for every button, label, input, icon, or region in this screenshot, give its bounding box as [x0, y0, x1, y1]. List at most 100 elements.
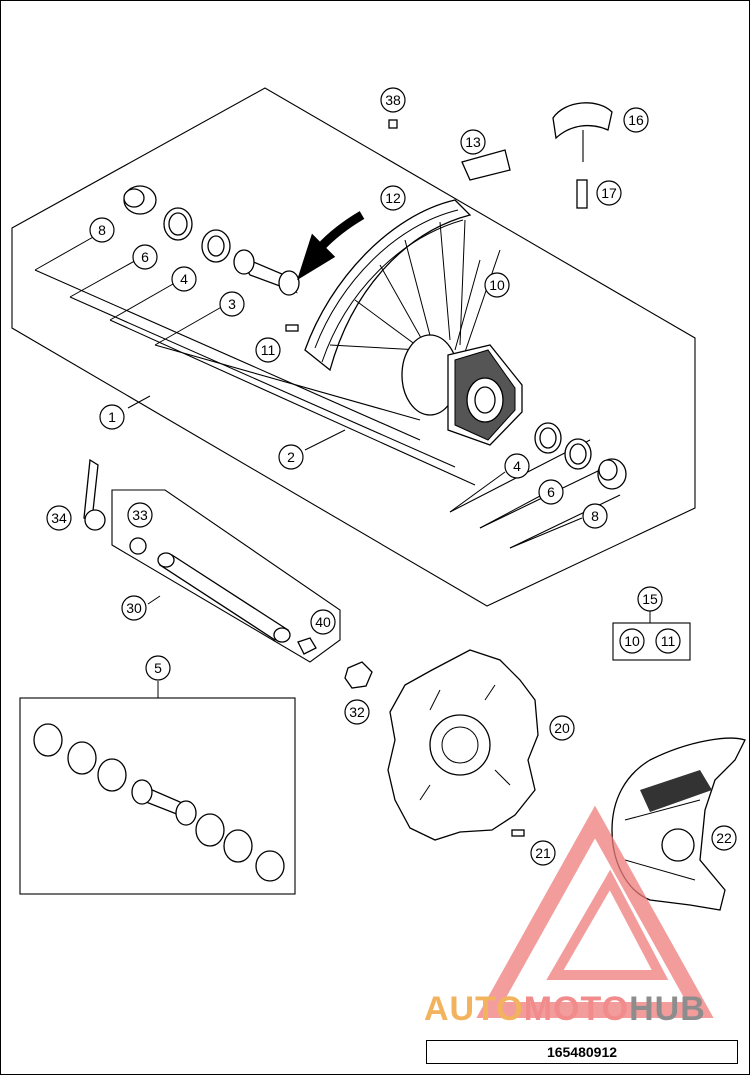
callout-34: 34	[46, 505, 72, 531]
leader-line	[479, 469, 601, 529]
svg-text:33: 33	[132, 507, 148, 523]
callout-11-kit: 11	[655, 628, 681, 654]
callout-20: 20	[549, 715, 575, 741]
svg-text:22: 22	[716, 830, 732, 846]
automotohub-logo-mark	[476, 805, 714, 1018]
callout-21: 21	[530, 840, 556, 866]
callout-6-bottom: 6	[538, 479, 564, 505]
svg-text:38: 38	[385, 92, 401, 108]
kit-spacer-right	[255, 850, 285, 882]
callout-40: 40	[310, 609, 336, 635]
callout-6-top: 6	[132, 244, 158, 270]
svg-text:8: 8	[591, 508, 599, 524]
leader-line	[69, 296, 456, 468]
callout-4-bottom: 4	[504, 453, 530, 479]
svg-text:11: 11	[661, 633, 676, 649]
callout-2: 2	[278, 444, 304, 470]
svg-text:6: 6	[141, 249, 149, 265]
svg-text:3: 3	[228, 296, 236, 312]
callout-4-top: 4	[171, 266, 197, 292]
valve-nut	[576, 179, 588, 209]
wheel-hub	[401, 334, 523, 446]
callout-22: 22	[711, 825, 737, 851]
svg-text:10: 10	[624, 633, 640, 649]
axle-nut-40	[297, 637, 317, 655]
kit-spacer-left	[33, 723, 63, 757]
disc-screw	[511, 829, 525, 837]
axle-collar-33	[129, 537, 147, 555]
spoke-nipple	[285, 324, 299, 332]
svg-text:15: 15	[642, 591, 658, 607]
svg-text:32: 32	[349, 704, 365, 720]
svg-text:30: 30	[126, 600, 142, 616]
svg-text:2: 2	[287, 449, 295, 465]
callout-10-kit: 10	[619, 628, 645, 654]
inner-tube-part	[552, 102, 613, 140]
leader-line	[154, 344, 421, 421]
kit-sleeve	[131, 779, 197, 826]
watermark-moto: MOTO	[523, 990, 630, 1028]
leader-line	[109, 319, 476, 486]
callout-3: 3	[219, 291, 245, 317]
callout-12: 12	[380, 185, 406, 211]
callout-5: 5	[145, 655, 171, 681]
svg-text:5: 5	[154, 660, 162, 676]
document-number: 165480912	[426, 1040, 738, 1064]
spacer-8-left	[123, 185, 157, 215]
distance-sleeve-3	[233, 249, 300, 296]
watermark-wordmark: AUTOMOTOHUB	[424, 990, 706, 1029]
svg-text:4: 4	[180, 271, 188, 287]
callout-16: 16	[623, 107, 649, 133]
callout-38: 38	[380, 87, 406, 113]
watermark-hub: HUB	[629, 990, 706, 1028]
seal-6-left	[163, 207, 193, 241]
rim-tape	[461, 149, 511, 181]
brake-disc	[387, 649, 539, 841]
watermark-auto: AUTO	[424, 990, 524, 1028]
kit-15-outline	[612, 622, 691, 661]
bearing-4-right	[534, 422, 562, 454]
spacer-8-right	[597, 458, 627, 490]
wheel-assembly-outline	[11, 87, 696, 607]
rim-and-spokes	[304, 199, 501, 372]
bearing-4-left	[201, 229, 231, 263]
svg-text:21: 21	[535, 845, 551, 861]
svg-text:10: 10	[489, 277, 505, 293]
brake-disc-guard	[611, 737, 746, 911]
callout-17: 17	[596, 180, 622, 206]
kit-seal-left	[67, 741, 97, 775]
axle-assembly-outline	[111, 489, 341, 663]
callout-1: 1	[99, 404, 125, 430]
svg-text:34: 34	[51, 510, 67, 526]
seal-6-right	[564, 438, 592, 470]
callout-11-top: 11	[255, 337, 281, 363]
collar-nut-32	[344, 661, 373, 689]
kit-bearing-right	[195, 813, 225, 847]
svg-text:11: 11	[261, 342, 276, 358]
axle-tool-34	[83, 458, 106, 531]
svg-text:40: 40	[315, 614, 331, 630]
callout-10-top: 10	[484, 272, 510, 298]
svg-text:16: 16	[628, 112, 644, 128]
callout-8-bottom: 8	[582, 503, 608, 529]
svg-text:17: 17	[601, 185, 617, 201]
svg-text:6: 6	[547, 484, 555, 500]
callout-8-top: 8	[89, 217, 115, 243]
callout-33: 33	[127, 502, 153, 528]
kit-bearing-left	[97, 758, 127, 792]
svg-text:12: 12	[385, 190, 401, 206]
svg-text:8: 8	[98, 222, 106, 238]
leader-line	[509, 494, 621, 549]
valve-cap	[388, 119, 398, 129]
svg-text:20: 20	[554, 720, 570, 736]
callout-32: 32	[344, 699, 370, 725]
axle	[157, 552, 291, 643]
svg-text:4: 4	[513, 458, 521, 474]
callout-15: 15	[637, 586, 663, 612]
callout-30: 30	[121, 595, 147, 621]
svg-text:13: 13	[465, 134, 481, 150]
kit-seal-right	[223, 829, 253, 863]
svg-text:1: 1	[108, 409, 116, 425]
